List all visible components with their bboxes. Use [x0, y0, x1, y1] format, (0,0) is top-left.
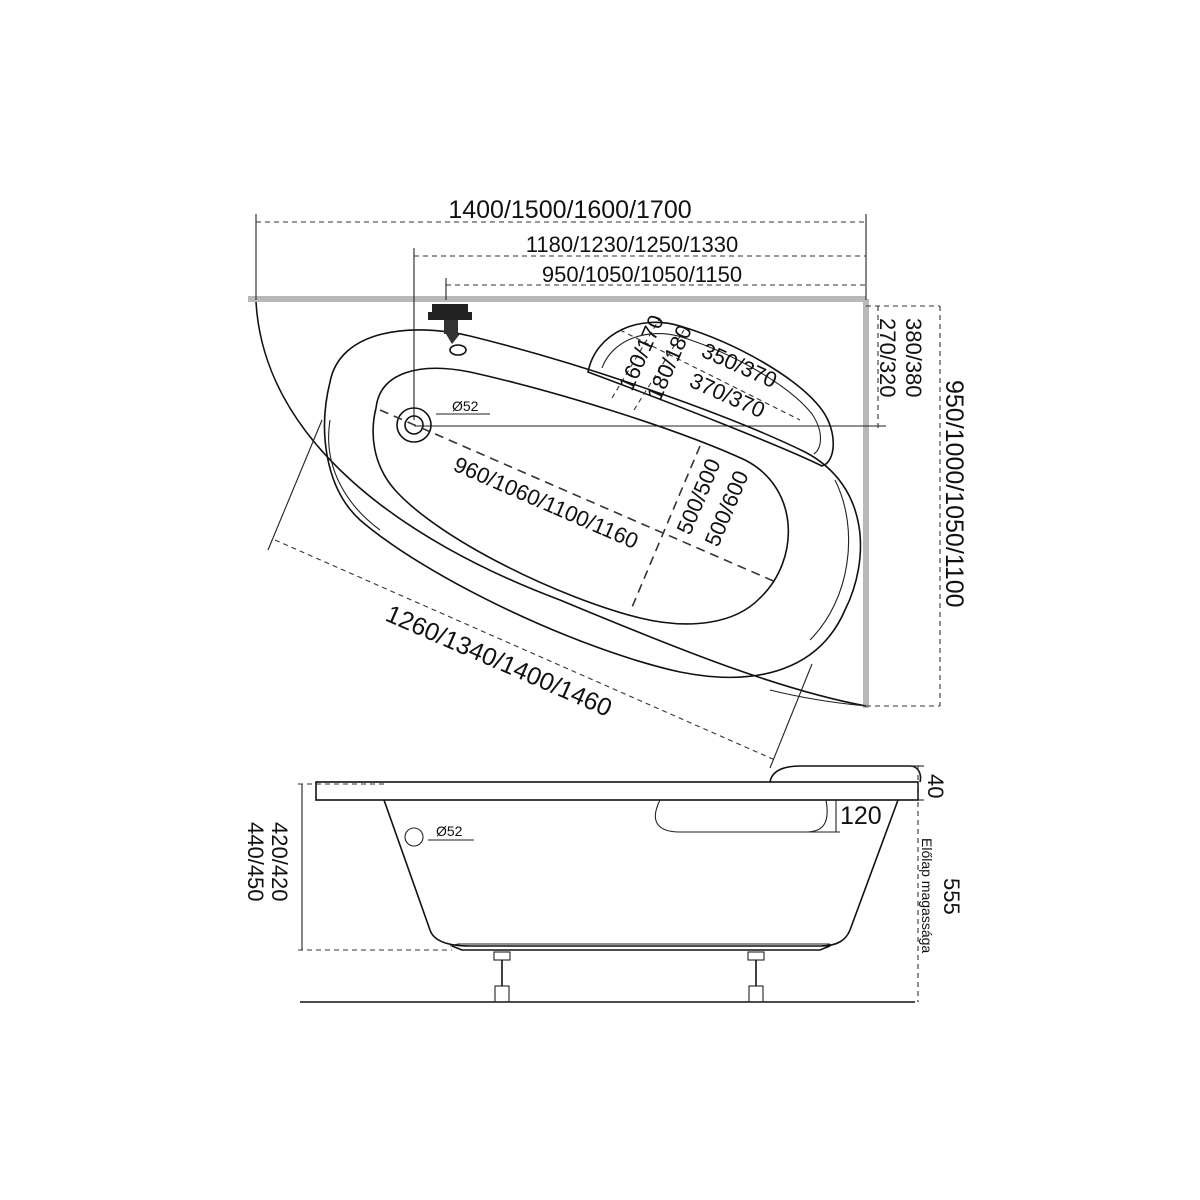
side-drain-label: Ø52	[436, 823, 463, 839]
dim-line-outer-length	[274, 539, 776, 761]
headrest-inner	[601, 333, 822, 455]
side-headrest	[769, 765, 922, 783]
leg-right	[747, 951, 765, 1003]
dim-tick-outer-right	[769, 663, 813, 769]
outer-length-label: 1260/1340/1400/1460	[382, 600, 616, 723]
inner-basin	[372, 367, 790, 625]
leg-left	[493, 951, 511, 1003]
depth-right-label-b: 380/380	[901, 318, 926, 398]
rim-shadow-left	[328, 419, 381, 531]
overflow-icon	[449, 344, 467, 356]
inner-length-label: 960/1060/1100/1160	[450, 452, 642, 554]
dim-line-headrest-c	[619, 329, 801, 421]
tap-width-label: 950/1050/1050/1150	[542, 262, 742, 287]
tub-body	[383, 799, 899, 947]
drain-diameter-label: Ø52	[452, 398, 479, 414]
drain-icon	[404, 415, 424, 435]
dim-line-headrest-b	[633, 329, 685, 411]
depth-right-label-a: 270/320	[875, 318, 900, 398]
skirt-edge-end	[769, 689, 867, 707]
headrest	[587, 321, 834, 467]
panel-height-value: 555	[939, 878, 964, 915]
tub-base	[449, 943, 830, 947]
outer-skirt-edge	[255, 301, 867, 707]
overall-width-label: 1400/1500/1600/1700	[448, 196, 691, 224]
rim-height-label: 40	[923, 774, 948, 798]
dim-tick-outer-left	[267, 419, 323, 551]
side-view: Ø52 420/420 440/450 40 120 555 Előlap ma…	[243, 765, 964, 1003]
rim-shadow-right	[809, 479, 850, 641]
panel-height-label: Előlap magassága	[919, 838, 935, 953]
side-drain-icon	[404, 827, 424, 847]
tap-icon	[428, 304, 472, 344]
dim-line-headrest-a	[611, 317, 661, 399]
overall-depth-label: 950/1000/1050/1100	[940, 380, 968, 608]
drain-outer-ring	[396, 407, 432, 443]
outer-rim	[323, 329, 862, 679]
headrest-height-label: 120	[840, 802, 882, 830]
depth-label-a: 420/420	[267, 822, 292, 902]
tub-base-plate	[451, 945, 831, 951]
side-headrest-cutout	[654, 799, 828, 833]
rim-plate	[315, 781, 919, 801]
inner-width-axis	[629, 445, 701, 613]
depth-label-b: 440/450	[243, 822, 268, 902]
top-view: 1400/1500/1600/1700 1180/1230/1250/1330 …	[248, 196, 968, 769]
inner-length-axis	[379, 409, 779, 584]
drain-width-label: 1180/1230/1250/1330	[526, 232, 738, 257]
